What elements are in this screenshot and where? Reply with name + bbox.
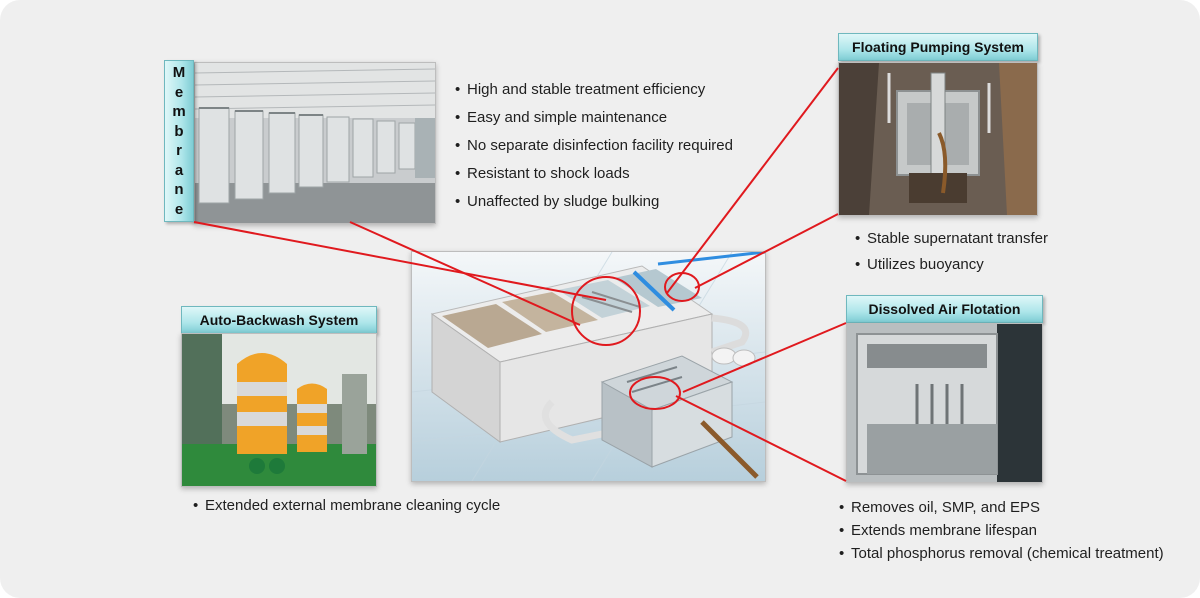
dissolved-air-flotation-label: Dissolved Air Flotation [846,295,1043,323]
auto-backwash-label: Auto-Backwash System [181,306,377,334]
list-item: Easy and simple maintenance [455,104,733,132]
membrane-label-letter: n [174,181,184,199]
membrane-bullets: High and stable treatment efficiency Eas… [455,76,733,216]
auto-backwash-bullets: Extended external membrane cleaning cycl… [193,496,500,516]
list-item: Utilizes buoyancy [855,252,1048,278]
membrane-label-letter: a [174,161,184,179]
membrane-label-letter: r [176,142,182,160]
membrane-label-letter: e [174,83,184,101]
list-item: No separate disinfection facility requir… [455,132,733,160]
floating-pumping-bullets: Stable supernatant transfer Utilizes buo… [855,226,1048,278]
list-item: Resistant to shock loads [455,160,733,188]
membrane-photo [194,62,436,224]
membrane-label-letter: b [174,122,184,140]
list-item: Removes oil, SMP, and EPS [839,496,1164,519]
system-render [411,251,766,482]
list-item: High and stable treatment efficiency [455,76,733,104]
membrane-label: M e m b r a n e [164,60,194,222]
membrane-label-letter: m [172,103,186,121]
membrane-label-letter: M [172,64,186,82]
floating-pumping-label: Floating Pumping System [838,33,1038,61]
dissolved-air-flotation-bullets: Removes oil, SMP, and EPS Extends membra… [839,496,1164,565]
auto-backwash-photo [181,333,377,487]
floating-pumping-photo [838,62,1038,216]
list-item: Extended external membrane cleaning cycl… [193,496,500,516]
dissolved-air-flotation-photo [846,323,1043,483]
list-item: Stable supernatant transfer [855,226,1048,252]
list-item: Extends membrane lifespan [839,519,1164,542]
list-item: Total phosphorus removal (chemical treat… [839,542,1164,565]
membrane-label-letter: e [174,200,184,218]
list-item: Unaffected by sludge bulking [455,188,733,216]
